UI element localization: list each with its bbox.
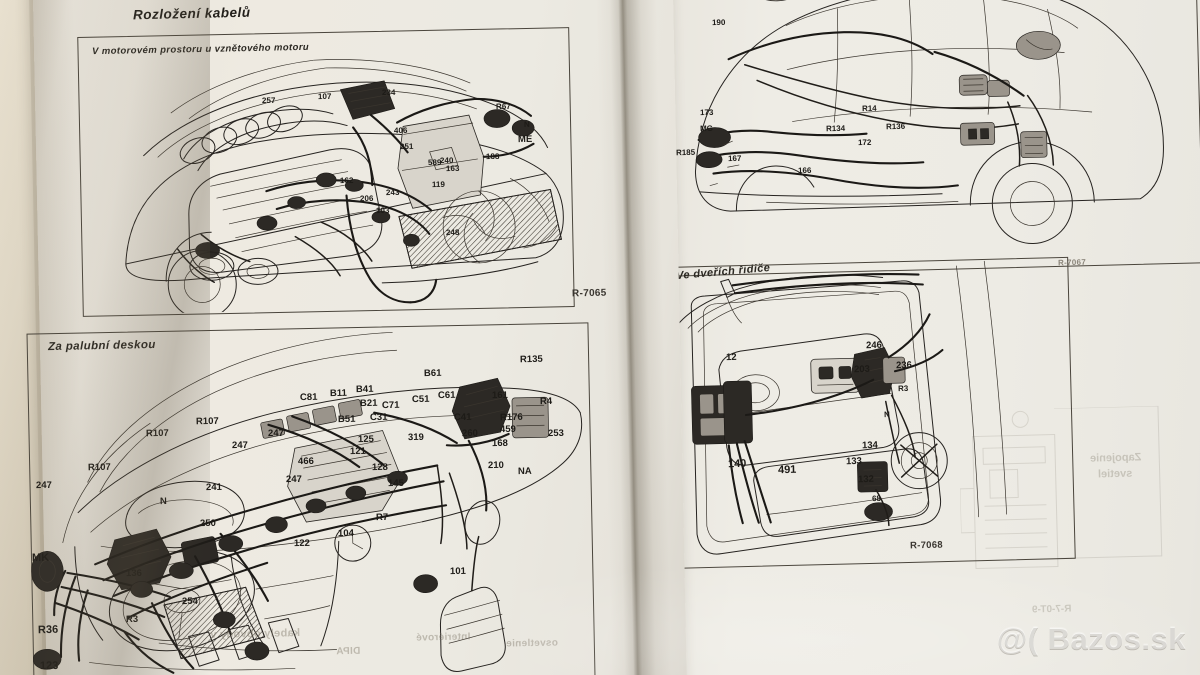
figure-label: 161 [491, 389, 508, 402]
figure-label: 173 [699, 107, 714, 118]
figure-label: NA [517, 465, 532, 478]
figure-label: MK [31, 551, 50, 565]
figure-label: 247 [231, 439, 248, 452]
figure-label: R3 [897, 383, 909, 394]
figure-label: B61 [423, 367, 442, 380]
figure-label: B41 [355, 383, 374, 396]
figure-label: 188 [485, 151, 500, 162]
figure-label: 236 [895, 359, 912, 372]
figure-label: 243 [385, 187, 400, 198]
figure-label: 251 [399, 141, 414, 152]
figure-label: 145 [387, 477, 404, 490]
figure-label: 128 [371, 461, 388, 474]
figure-label: 319 [407, 431, 424, 444]
figure-label: 491 [777, 463, 797, 477]
figure-code: R-7068 [909, 539, 944, 552]
figure-label: 248 [445, 227, 460, 238]
figure-label: 140 [727, 457, 747, 471]
figure-label: C61 [437, 389, 456, 402]
figure-label: R136 [885, 121, 906, 132]
figure-label: 254 [181, 595, 198, 608]
figure-label: 206 [359, 193, 374, 204]
figure-label: 12 [725, 351, 737, 364]
figure-label: N [523, 119, 530, 130]
figure-label: C31 [369, 411, 388, 424]
figure-label: C71 [381, 399, 400, 412]
figure-label: 172 [857, 137, 872, 148]
figure-label: 125 [357, 433, 374, 446]
driver-door-line-art [656, 257, 1073, 567]
figure-label: 119 [431, 179, 445, 190]
figure-label: 168 [491, 437, 508, 450]
figure-label: B21 [359, 397, 378, 410]
figure-label: 253 [547, 427, 564, 440]
figure-label: 210 [487, 459, 504, 472]
figure-label: 247 [267, 427, 284, 440]
section-title: Rozložení kabelů [132, 4, 251, 23]
figure-label: N [883, 409, 890, 420]
figure-label: 121 [349, 445, 366, 458]
figure-label: 134 [861, 439, 878, 452]
figure-label: 260 [461, 427, 478, 440]
figure-label: MG [699, 123, 714, 134]
figure-label: 104 [337, 527, 354, 540]
figure-label: R14 [861, 103, 877, 114]
engine-bay-line-art [77, 27, 572, 315]
figure-label: 459 [499, 423, 516, 436]
figure-label: 250 [199, 517, 216, 530]
figure-label: 162 [339, 175, 354, 186]
figure-label: B51 [337, 413, 356, 426]
figure-label: 203 [853, 363, 870, 376]
figure-label: R4 [539, 395, 553, 408]
figure-label: N [159, 495, 167, 508]
rear-van-line-art [664, 0, 1200, 275]
figure-label: 103 [375, 205, 390, 216]
figure-label: R67 [495, 101, 511, 112]
figure-label: R3 [125, 613, 139, 626]
figure-label: R176 [499, 411, 523, 424]
figure-label: 123 [39, 659, 59, 673]
figure-label: ME [517, 133, 533, 146]
figure-label: 167 [727, 153, 742, 164]
figure-code: R-7065 [571, 287, 607, 300]
figure-label: 247 [35, 479, 52, 492]
figure-label: 241 [205, 481, 222, 494]
figure-label: R135 [519, 353, 543, 366]
figure-label: 133 [845, 455, 862, 468]
figure-label: 122 [293, 537, 310, 550]
figure-label: 166 [797, 165, 812, 176]
figure-label: R7 [375, 511, 389, 524]
behind-dashboard-line-art [27, 322, 594, 675]
figure-label: 234 [381, 87, 396, 98]
figure-label: 163 [445, 163, 460, 174]
figure-label: C41 [453, 411, 472, 424]
figure-label: 246 [865, 339, 882, 352]
figure-label: R134 [825, 123, 846, 134]
figure-label: R107 [87, 461, 111, 474]
figure-label: 101 [449, 565, 466, 578]
figure-label: 132 [857, 473, 874, 486]
figure-label: 257 [261, 95, 276, 106]
figure-label: C51 [411, 393, 430, 406]
figure-label: C81 [299, 391, 318, 404]
figure-label: 190 [711, 17, 726, 28]
figure-label: R107 [195, 415, 219, 428]
figure-label: R36 [37, 623, 59, 637]
figure-label: 247 [285, 473, 302, 486]
figure-label: 406 [393, 125, 408, 136]
figure-label: 136 [125, 567, 142, 580]
figure-label: B11 [329, 387, 348, 400]
figure-label: R107 [145, 427, 169, 440]
figure-label: 107 [317, 91, 332, 102]
figure-label: R185 [675, 147, 696, 158]
figure-label: 466 [297, 455, 314, 468]
figure-label: 68 [871, 493, 882, 504]
